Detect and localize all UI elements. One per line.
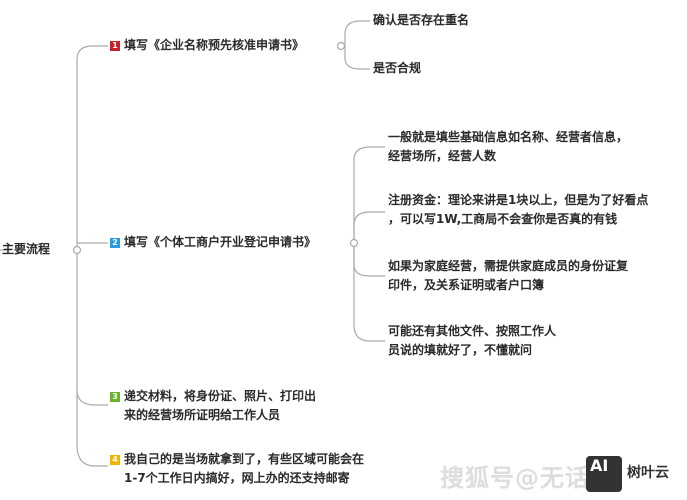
node-label: 填写《企业名称预先核准申请书》 xyxy=(124,38,305,52)
priority-4-icon: 4 xyxy=(110,455,120,465)
node-2[interactable]: 2 填写《个体工商户开业登记申请书》 xyxy=(110,233,316,252)
priority-3-icon: 3 xyxy=(110,392,120,402)
watermark-logo-label: 树叶云 xyxy=(627,465,669,481)
node-2-child[interactable]: 注册资金：理论来讲是1块以上，但是为了好看点 ，可以写1W,工商局不会查你是否真的… xyxy=(388,191,648,229)
node-1-child[interactable]: 是否合规 xyxy=(373,61,422,75)
node-1[interactable]: 1 填写《企业名称预先核准申请书》 xyxy=(110,36,304,55)
line: 一般就是填些基础信息如名称、经营者信息， xyxy=(388,130,629,144)
line: 经营场所，经营人数 xyxy=(388,149,497,163)
line: 来的经营场所证明给工作人员 xyxy=(124,408,281,422)
priority-1-icon: 1 xyxy=(110,41,120,51)
line: 注册资金：理论来讲是1块以上，但是为了好看点 xyxy=(388,193,649,207)
line: 印件，及关系证明或者户口簿 xyxy=(388,278,545,292)
watermark-text: 搜狐号@无话 xyxy=(440,464,590,492)
line: 员说的填就好了，不懂就问 xyxy=(388,343,533,357)
line: 递交材料，将身份证、照片、打印出 xyxy=(124,389,317,403)
node-2-child[interactable]: 可能还有其他文件、按照工作人员说的填就好了，不懂就问 xyxy=(388,322,556,360)
line: ，可以写1W,工商局不会查你是否真的有钱 xyxy=(388,212,618,226)
node-2-child[interactable]: 一般就是填些基础信息如名称、经营者信息， 经营场所，经营人数 xyxy=(388,128,628,166)
watermark-logo: AI xyxy=(586,456,622,492)
line: 如果为家庭经营，需提供家庭成员的身份证复 xyxy=(388,259,629,273)
node-1-child[interactable]: 确认是否存在重名 xyxy=(373,13,470,27)
line: 1-7个工作日内搞好，网上办的还支持邮寄 xyxy=(124,471,350,485)
node-2-child[interactable]: 如果为家庭经营，需提供家庭成员的身份证复印件，及关系证明或者户口簿 xyxy=(388,257,628,295)
node-label: 填写《个体工商户开业登记申请书》 xyxy=(124,235,317,249)
root-label: 主要流程 xyxy=(2,242,51,256)
node-3[interactable]: 3 递交材料，将身份证、照片、打印出 来的经营场所证明给工作人员 xyxy=(110,387,316,425)
line: 可能还有其他文件、按照工作人 xyxy=(388,324,557,338)
priority-2-icon: 2 xyxy=(110,238,120,248)
node-4[interactable]: 4 我自己的是当场就拿到了，有些区域可能会在 1-7个工作日内搞好，网上办的还支持… xyxy=(110,450,364,488)
line: 我自己的是当场就拿到了，有些区域可能会在 xyxy=(124,452,365,466)
root-node[interactable]: 主要流程 xyxy=(2,240,50,259)
